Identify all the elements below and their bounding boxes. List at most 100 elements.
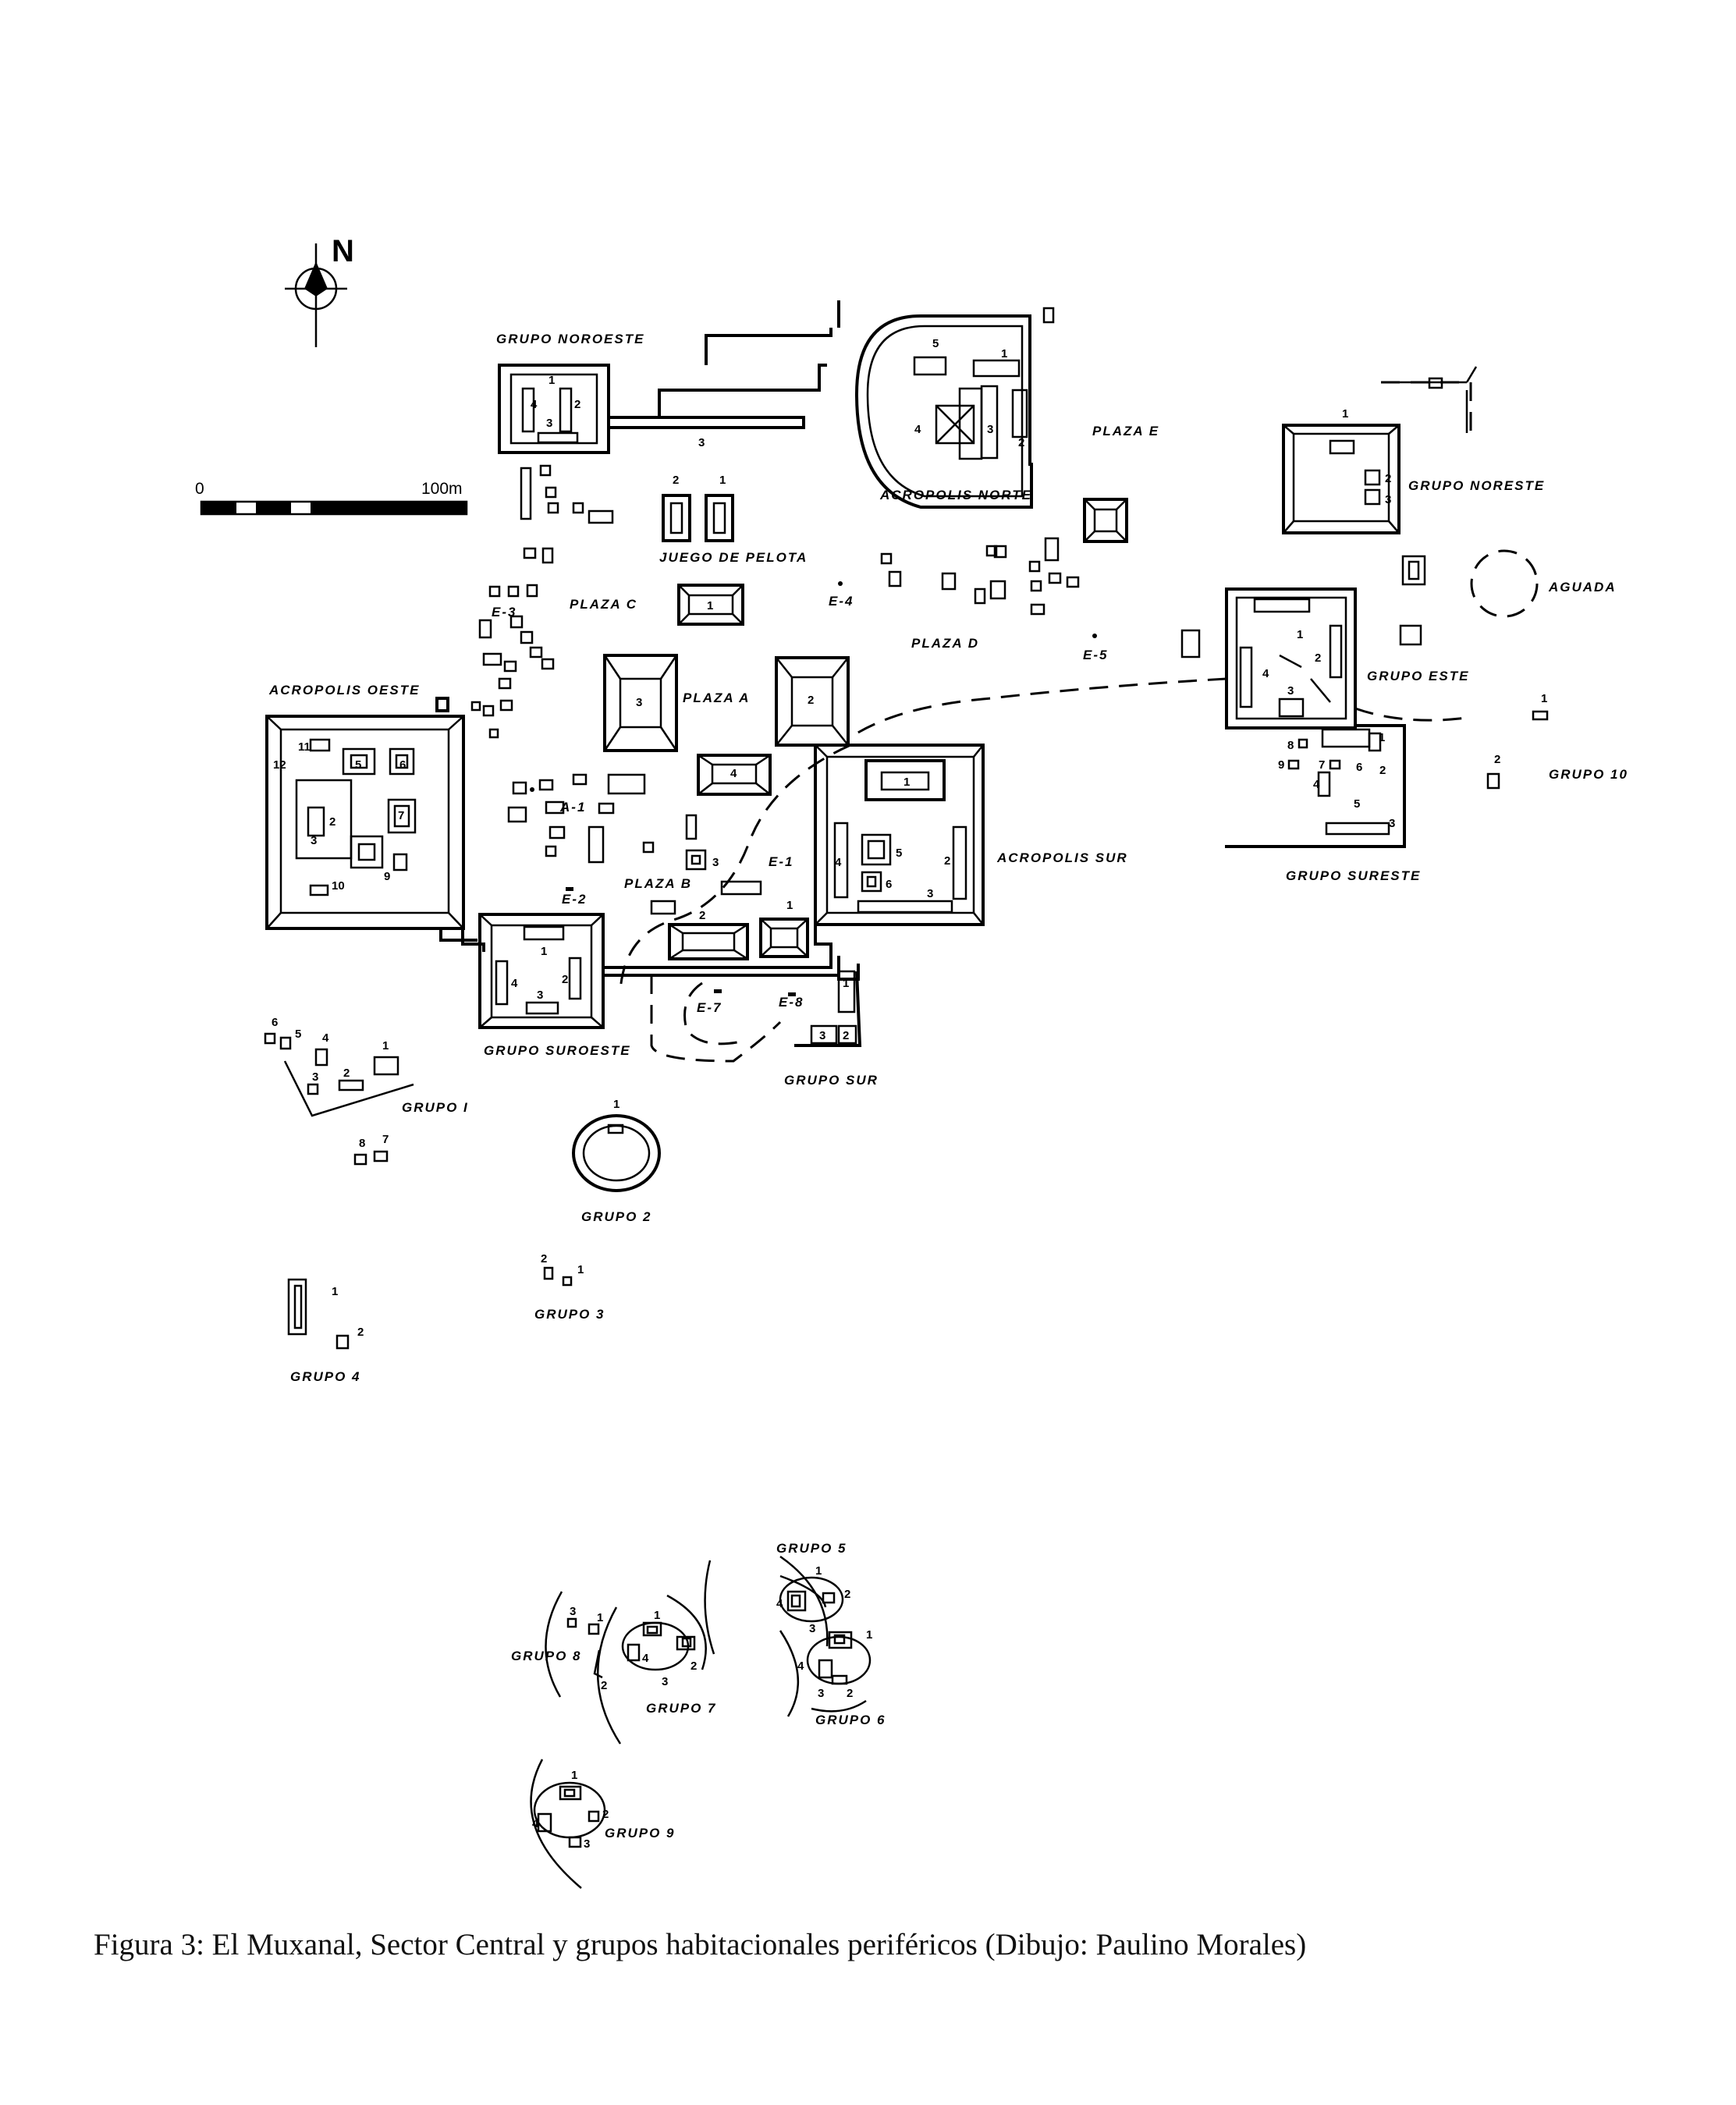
svg-text:2: 2 [1018,436,1024,449]
svg-text:4: 4 [511,977,518,990]
svg-text:2: 2 [1494,753,1500,766]
svg-text:1: 1 [1297,628,1303,641]
svg-text:3: 3 [927,887,933,900]
svg-text:2: 2 [699,909,705,922]
svg-text:2: 2 [847,1687,853,1700]
grupo-2-structures: 1 [572,1098,661,1192]
svg-text:4: 4 [532,1817,539,1830]
svg-text:8: 8 [1287,739,1294,752]
svg-text:4: 4 [642,1652,649,1665]
label-plaza-e: PLAZA E [1092,424,1159,438]
svg-text:1: 1 [548,374,555,387]
grupo-1-structures: 6 5 4 3 2 1 8 7 [264,1016,414,1166]
svg-text:6: 6 [886,878,892,891]
label-grupo-9: GRUPO 9 [605,1826,676,1841]
label-grupo-4: GRUPO 4 [290,1369,361,1384]
svg-text:1: 1 [332,1285,338,1298]
label-e7: E-7 [697,1000,722,1015]
svg-text:7: 7 [398,809,404,822]
label-grupo-3: GRUPO 3 [534,1307,605,1322]
svg-text:3: 3 [537,989,543,1002]
svg-text:2: 2 [844,1588,850,1601]
svg-text:5: 5 [355,758,361,772]
svg-text:12: 12 [273,758,286,772]
svg-text:2: 2 [357,1326,364,1339]
svg-text:1: 1 [815,1564,822,1578]
svg-text:3: 3 [570,1605,576,1618]
svg-text:1: 1 [1379,731,1385,744]
plaza-d-e-structures [838,498,1201,658]
svg-text:2: 2 [944,854,950,868]
svg-text:6: 6 [272,1016,278,1029]
acropolis-norte-structures: 5 1 4 3 2 [854,307,1055,509]
label-grupo-1: GRUPO I [402,1100,469,1115]
svg-text:2: 2 [343,1067,350,1080]
south-plaza-structures: 1 2 3 4 2 1 3 2 1 [439,744,862,1063]
svg-text:6: 6 [399,758,406,772]
svg-text:3: 3 [1385,493,1391,506]
svg-text:4: 4 [730,767,737,780]
svg-text:2: 2 [601,1679,607,1692]
figure-caption: Figura 3: El Muxanal, Sector Central y g… [94,1928,1307,1961]
label-juego-de-pelota: JUEGO DE PELOTA [659,550,808,565]
path-causeway-east [850,677,1227,739]
scale-bar: 0 100m [195,480,468,516]
north-arrow-icon: N [285,234,354,347]
svg-text:2: 2 [541,1252,547,1265]
label-grupo-este: GRUPO ESTE [1367,669,1469,683]
label-e3: E-3 [492,605,517,619]
svg-text:5: 5 [896,847,902,860]
svg-text:3: 3 [312,1070,318,1084]
svg-text:4: 4 [797,1660,804,1673]
svg-text:3: 3 [584,1837,590,1851]
grupo-noreste-structures: 1 2 3 [1282,366,1539,646]
svg-text:4: 4 [835,856,842,869]
grupo-7-structures: 1 2 3 4 [597,1594,707,1745]
label-grupo-7: GRUPO 7 [646,1701,717,1716]
grupo-9-structures: 1 2 4 3 [530,1759,609,1889]
svg-text:1: 1 [541,945,547,958]
svg-text:3: 3 [1287,684,1294,698]
path-to-grupo-10 [1354,707,1468,722]
label-acropolis-norte: ACROPOLIS NORTE [879,488,1032,502]
svg-text:1: 1 [654,1609,660,1622]
label-e2: E-2 [562,892,587,907]
grupo-3-structures: 2 1 [541,1252,584,1287]
svg-text:2: 2 [690,1660,697,1673]
svg-text:4: 4 [322,1031,329,1045]
svg-text:1: 1 [1001,347,1007,360]
label-grupo-10: GRUPO 10 [1549,767,1628,782]
svg-text:1: 1 [1342,407,1348,421]
svg-text:3: 3 [546,417,552,430]
north-label: N [332,234,354,268]
svg-text:2: 2 [1379,764,1386,777]
svg-text:10: 10 [332,879,345,893]
svg-text:3: 3 [698,436,705,449]
grupo-noroeste-structures: 1 2 3 4 3 [498,300,840,524]
svg-text:4: 4 [1313,778,1320,791]
label-e4: E-4 [829,594,854,609]
svg-text:3: 3 [662,1675,668,1688]
label-grupo-noreste: GRUPO NORESTE [1408,478,1545,493]
svg-text:1: 1 [904,776,910,789]
svg-text:1: 1 [597,1611,603,1624]
label-plaza-a: PLAZA A [683,690,750,705]
label-plaza-d: PLAZA D [911,636,979,651]
label-grupo-suroeste: GRUPO SUROESTE [484,1043,631,1058]
grupo-este-structures: 1 2 3 4 [1225,587,1357,729]
label-plaza-c: PLAZA C [570,597,637,612]
svg-text:3: 3 [819,1029,825,1042]
svg-text:3: 3 [987,423,993,436]
label-a1: A-1 [559,800,586,815]
grupo-4-structures: 1 2 [287,1278,364,1350]
label-grupo-5: GRUPO 5 [776,1541,847,1556]
grupo-8-structures: 3 1 2 [545,1591,607,1698]
svg-text:5: 5 [932,337,939,350]
label-e5: E-5 [1083,648,1108,662]
svg-text:3: 3 [1389,817,1395,830]
svg-text:7: 7 [1319,758,1325,772]
svg-text:4: 4 [776,1597,783,1610]
svg-text:8: 8 [359,1137,365,1150]
grupo-6-structures: 1 4 3 2 [779,1628,872,1717]
juego-de-pelota-structures: 2 1 [662,474,734,542]
